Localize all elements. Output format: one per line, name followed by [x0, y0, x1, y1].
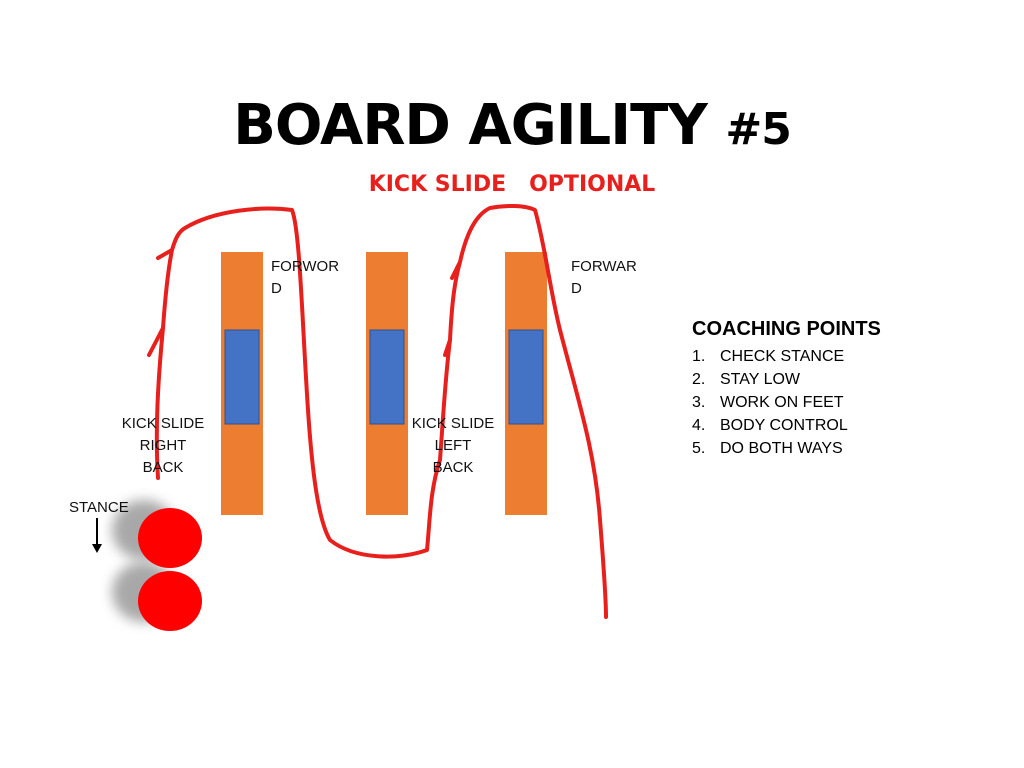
kick-slide-right-line1: KICK SLIDE — [121, 415, 205, 432]
list-number: 1. — [692, 348, 706, 365]
player-feet — [112, 500, 202, 631]
list-number: 3. — [692, 394, 706, 411]
board-2 — [366, 252, 408, 515]
forward-label-2-line2: D — [571, 280, 582, 297]
movement-path — [147, 203, 608, 619]
forward-label-2-line1: FORWAR — [571, 258, 637, 275]
kick-slide-right-label: KICK SLIDE RIGHT BACK — [113, 413, 213, 479]
board-1 — [221, 252, 263, 515]
list-text: STAY LOW — [720, 371, 801, 388]
list-text: CHECK STANCE — [720, 348, 845, 365]
page-title: BOARD AGILITY #5 — [0, 98, 1024, 154]
list-number: 4. — [692, 417, 706, 434]
list-text: WORK ON FEET — [720, 394, 844, 411]
kick-slide-left-line3: BACK — [432, 459, 474, 476]
list-number: 5. — [692, 440, 706, 457]
subtitle: KICK SLIDE OPTIONAL — [368, 172, 656, 197]
board-3 — [505, 252, 547, 515]
down-arrow-icon — [92, 518, 102, 553]
coaching-list: 1. CHECK STANCE 2. STAY LOW 3. WORK ON FEET… — [692, 345, 881, 460]
list-text: BODY CONTROL — [720, 417, 848, 434]
title-text: BOARD AGILITY — [233, 93, 708, 158]
coaching-heading: COACHING POINTS — [692, 318, 881, 340]
coaching-points: COACHING POINTS 1. CHECK STANCE 2. STAY LO… — [692, 318, 881, 460]
kick-slide-right-line3: BACK — [142, 459, 184, 476]
forward-label-1-line1: FORWOR — [271, 258, 340, 275]
list-item: 2. STAY LOW — [692, 368, 881, 391]
list-text: DO BOTH WAYS — [720, 440, 843, 457]
kick-slide-left-label: KICK SLIDE LEFT BACK — [403, 413, 503, 479]
kick-slide-left-line2: LEFT — [434, 437, 472, 454]
list-item: 3. WORK ON FEET — [692, 391, 881, 414]
list-number: 2. — [692, 371, 706, 388]
forward-label-2: FORWAR D — [571, 256, 637, 300]
kick-slide-left-line1: KICK SLIDE — [411, 415, 495, 432]
title-number: #5 — [725, 104, 791, 155]
kick-slide-right-line2: RIGHT — [139, 437, 187, 454]
forward-label-1: FORWOR D — [271, 256, 339, 300]
list-item: 5. DO BOTH WAYS — [692, 437, 881, 460]
stance-label: STANCE — [69, 499, 129, 516]
list-item: 1. CHECK STANCE — [692, 345, 881, 368]
list-item: 4. BODY CONTROL — [692, 414, 881, 437]
forward-label-1-line2: D — [271, 280, 282, 297]
